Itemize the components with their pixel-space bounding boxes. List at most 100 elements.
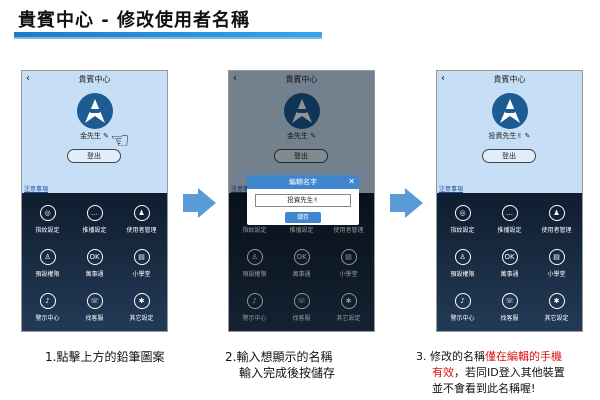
menu-permission[interactable]: ♙預設權限 — [231, 241, 278, 285]
menu-label: 預設權限 — [242, 270, 267, 278]
menu-alert[interactable]: ♪警示中心 — [24, 285, 71, 329]
book-icon: ▤ — [133, 248, 150, 265]
menu-service[interactable]: ☏ 找客服 — [71, 285, 118, 329]
menu-label: 指紋設定 — [450, 226, 475, 234]
phone-icon: ☏ — [293, 292, 310, 309]
user-icon: ♙ — [454, 248, 471, 265]
menu-label: 其它設定 — [544, 314, 569, 322]
logout-button[interactable]: 登出 — [67, 149, 121, 163]
back-icon[interactable]: ‹ — [441, 73, 445, 84]
menu-label: 找客服 — [500, 314, 519, 322]
phone-icon: ☏ — [86, 292, 103, 309]
menu-school[interactable]: ▤ 小學堂 — [118, 241, 165, 285]
notice-link[interactable]: 注意事項 — [24, 186, 49, 193]
fingerprint-icon: ◎ — [454, 204, 471, 221]
menu-label: 指紋設定 — [35, 226, 60, 234]
pencil-icon[interactable]: ✎ — [524, 132, 531, 140]
menu-school[interactable]: ▤小學堂 — [325, 241, 372, 285]
gear-icon: ✱ — [340, 292, 357, 309]
user-name-text: 金先生 — [286, 132, 308, 140]
menu-label: 其它設定 — [336, 314, 361, 322]
pencil-icon[interactable]: ✎ — [103, 132, 110, 140]
menu-label: 萬事通 — [500, 270, 519, 278]
menu-settings[interactable]: ✱ 其它設定 — [533, 285, 580, 329]
menu-settings[interactable]: ✱ 其它設定 — [325, 285, 372, 329]
menu-label: 推播設定 — [82, 226, 107, 234]
menu-fingerprint[interactable]: ◎指紋設定 — [24, 197, 71, 241]
logout-button[interactable]: 登出 — [482, 149, 536, 163]
caption-step-3-post: ，若同ID登入其他裝置 — [454, 366, 565, 379]
users-icon: ♟ — [548, 204, 565, 221]
edit-name-dialog: 編輯名字 ✕ 投資先生✌ 儲存 — [247, 175, 359, 225]
menu-fingerprint[interactable]: ◎ 指紋設定 — [439, 197, 486, 241]
menu-label: 萬事通 — [292, 270, 311, 278]
back-icon[interactable]: ‹ — [233, 73, 237, 84]
menu-push[interactable]: … 推播設定 — [71, 197, 118, 241]
profile-header: ‹ 貴賓中心 金先生 ✎ 登出 — [229, 71, 374, 184]
menu-label: 警示中心 — [35, 314, 60, 322]
screen-title: 貴賓中心 — [493, 75, 526, 84]
name-input[interactable]: 投資先生✌ — [255, 194, 351, 207]
dialog-title: 編輯名字 — [289, 178, 317, 186]
menu-permission[interactable]: ♙ 預設權限 — [439, 241, 486, 285]
menu-push[interactable]: … 推播設定 — [486, 197, 533, 241]
menu-school[interactable]: ▤ 小學堂 — [533, 241, 580, 285]
caption-step-1-text: 1.點擊上方的鉛筆圖案 — [45, 350, 165, 364]
chat-icon: … — [86, 204, 103, 221]
menu-label: 使用者管理 — [333, 226, 364, 234]
notice-link[interactable]: 注意事項 — [439, 186, 464, 193]
menu-settings[interactable]: ✱其它設定 — [118, 285, 165, 329]
caption-step-2-line1: 2.輸入想顯示的名稱 — [225, 350, 333, 364]
phone-screen-3: ‹ 貴賓中心 投資先生✌ ✎ 登出 注意事項 ◎指紋設定 …推播設定 ♟使用者管… — [436, 70, 583, 332]
menu-label: 使用者管理 — [126, 226, 157, 234]
book-icon: ▤ — [548, 248, 565, 265]
pencil-icon[interactable]: ✎ — [310, 132, 317, 140]
save-button[interactable]: 儲存 — [285, 212, 321, 223]
menu-alert[interactable]: ♪警示中心 — [439, 285, 486, 329]
menu-label: 推播設定 — [497, 226, 522, 234]
user-name: 金先生 ✎ — [22, 131, 167, 141]
phone-icon: ☏ — [501, 292, 518, 309]
menu-alert[interactable]: ♪警示中心 — [231, 285, 278, 329]
menu-service[interactable]: ☏ 找客服 — [278, 285, 325, 329]
close-icon[interactable]: ✕ — [348, 177, 355, 186]
title-underline — [14, 32, 322, 37]
menu-users[interactable]: ♟使用者管理 — [118, 197, 165, 241]
screen-title: 貴賓中心 — [78, 75, 111, 84]
bell-icon: ♪ — [454, 292, 471, 309]
avatar — [492, 93, 528, 129]
avatar — [284, 93, 320, 129]
caption-step-3-red2: 有效 — [432, 366, 454, 379]
ok-icon: OK — [86, 248, 103, 265]
menu-label: 指紋設定 — [242, 226, 267, 234]
menu-label: 找客服 — [292, 314, 311, 322]
user-name-text: 金先生 — [79, 132, 101, 140]
menu-label: 小學堂 — [547, 270, 566, 278]
dialog-header: 編輯名字 ✕ — [247, 175, 359, 189]
menu-permission[interactable]: ♙預設權限 — [24, 241, 71, 285]
back-icon[interactable]: ‹ — [26, 73, 30, 84]
menu-service[interactable]: ☏ 找客服 — [486, 285, 533, 329]
chat-icon: … — [501, 204, 518, 221]
caption-step-2: 2.輸入想顯示的名稱 輸入完成後按儲存 — [225, 349, 335, 381]
notice-link[interactable]: 注意事項 — [231, 186, 256, 193]
caption-step-1: 1.點擊上方的鉛筆圖案 — [45, 349, 164, 365]
menu-label: 預設權限 — [450, 270, 475, 278]
pointing-hand-icon: ☜ — [110, 129, 130, 154]
menu-label: 小學堂 — [132, 270, 151, 278]
menu-users[interactable]: ♟ 使用者管理 — [533, 197, 580, 241]
logout-button[interactable]: 登出 — [274, 149, 328, 163]
caption-step-3-line3: 並不會看到此名稱喔! — [432, 382, 536, 395]
menu-label: 小學堂 — [339, 270, 358, 278]
menu-label: 找客服 — [85, 314, 104, 322]
gear-icon: ✱ — [548, 292, 565, 309]
menu-label: 推播設定 — [289, 226, 314, 234]
menu-label: 使用者管理 — [541, 226, 572, 234]
phone-screen-1: ‹ 貴賓中心 金先生 ✎ 登出 注意事項 ◎指紋設定 …推播設定 ♟使用者管理 … — [21, 70, 168, 332]
title-underline-thin — [14, 37, 322, 39]
